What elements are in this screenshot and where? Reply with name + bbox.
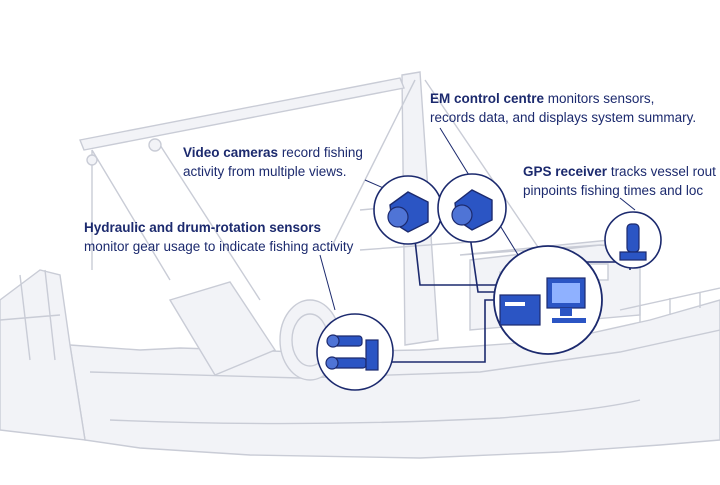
em-label-text-1: monitors sensors, xyxy=(544,91,655,106)
cable-sensors xyxy=(380,299,500,363)
boom-rigging xyxy=(91,144,261,301)
gps-label-text-1: tracks vessel rout xyxy=(607,164,716,179)
gps-callout xyxy=(604,211,662,269)
video-label-line-2: activity from multiple views. xyxy=(183,164,347,179)
em-label-line-1: EM control centre monitors sensors, xyxy=(430,89,696,108)
camera-lens-2 xyxy=(451,204,473,226)
leader-gps xyxy=(619,197,636,211)
video-label-text-1: record fishing xyxy=(278,145,363,160)
rotation-sensor-end xyxy=(325,356,339,370)
em-unit-slot xyxy=(505,302,525,306)
video-label-title: Video cameras xyxy=(183,145,279,160)
gps-receiver-label: GPS receiver tracks vessel rout pinpoint… xyxy=(523,162,716,200)
cable-camera-1 xyxy=(414,239,500,286)
camera-callout-2 xyxy=(437,173,507,243)
gps-label-line-1: GPS receiver tracks vessel rout xyxy=(523,162,716,181)
camera-lens-1 xyxy=(387,206,409,228)
em-monitor-screen xyxy=(552,283,580,303)
vessel-hull xyxy=(69,299,720,459)
gps-base xyxy=(619,251,647,261)
stern-frame xyxy=(0,269,61,361)
mast-rigging xyxy=(329,79,541,251)
gps-label-title: GPS receiver xyxy=(523,164,608,179)
deck-line xyxy=(89,329,720,379)
boom-end-pulley xyxy=(86,154,98,166)
video-label-line-1: Video cameras record fishing xyxy=(183,143,363,162)
hydraulic-sensors-label: Hydraulic and drum-rotation sensors moni… xyxy=(84,218,353,256)
em-keyboard xyxy=(552,318,586,323)
em-control-callout xyxy=(493,245,603,355)
em-label-title: EM control centre xyxy=(430,91,545,106)
em-label-line-2: records data, and displays system summar… xyxy=(430,110,697,125)
camera-callout-1 xyxy=(373,175,443,245)
sensor-box xyxy=(365,339,379,371)
gps-label-line-2: pinpoints fishing times and loc xyxy=(523,183,704,198)
hydraulic-label-line-2: monitor gear usage to indicate fishing a… xyxy=(84,239,354,254)
trawl-door xyxy=(168,281,277,376)
leader-hydraulic xyxy=(319,254,336,311)
crane-boom xyxy=(79,77,405,151)
stern-structure xyxy=(0,269,86,441)
hydraulic-callout xyxy=(316,313,394,391)
gps-antenna-icon xyxy=(626,223,640,253)
hydraulic-label-line-1: Hydraulic and drum-rotation sensors xyxy=(84,218,353,237)
hydraulic-circle xyxy=(316,313,394,391)
em-control-centre-label: EM control centre monitors sensors, reco… xyxy=(430,89,696,127)
fishing-vessel-illustration xyxy=(0,71,720,459)
em-monitor-stand xyxy=(560,308,572,316)
bow-rail xyxy=(619,287,720,322)
hydraulic-label-title: Hydraulic and drum-rotation sensors xyxy=(84,220,322,235)
boom-pulley xyxy=(148,138,162,152)
em-control-unit-icon xyxy=(499,294,541,326)
pressure-sensor-end xyxy=(326,334,340,348)
hull-stripe xyxy=(109,399,641,425)
video-cameras-label: Video cameras record fishing activity fr… xyxy=(183,143,363,181)
